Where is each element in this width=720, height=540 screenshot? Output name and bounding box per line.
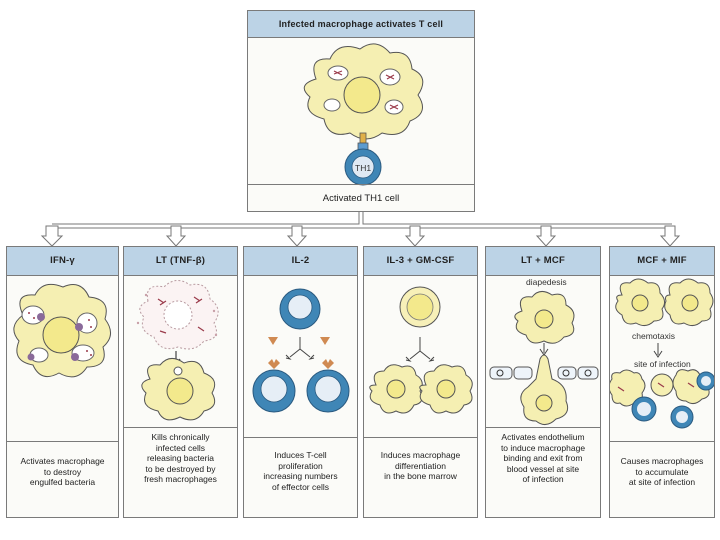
- panel-mcf-mif-illustration: chemotaxis site of infection: [610, 278, 714, 429]
- t-cell-daughter: [306, 359, 350, 413]
- endothelium: [489, 366, 599, 380]
- site-of-infection-label: site of infection: [634, 359, 691, 369]
- panel-il-3-gm-csf: IL-3 + GM-CSF Induces macrophage differe…: [363, 246, 478, 518]
- panel-lt-mcf: LT + MCF diapedesis Activates endotheliu…: [485, 246, 601, 518]
- panel-title: LT (TNF-β): [124, 247, 237, 276]
- panel-ifn-gamma: IFN-γ Activates macrophage to destroy en…: [6, 246, 119, 518]
- panel-il-2: IL-2 Induces T-cell proliferation increa…: [243, 246, 358, 518]
- macrophage: [664, 278, 714, 327]
- top-panel-illustration: TH1: [303, 43, 424, 186]
- branch-arrows: [40, 225, 681, 247]
- circulating-macrophage: [514, 291, 575, 344]
- dying-infected-cell: [136, 280, 219, 350]
- panel-title: IFN-γ: [7, 247, 118, 276]
- migrating-macrophage: [520, 354, 569, 425]
- panel-mcf-mif: MCF + MIF chemotaxis site of infection C…: [609, 246, 715, 518]
- panel-il3-illustration: [369, 286, 473, 414]
- macrophage: [615, 278, 666, 327]
- panel-caption: Activates endothelium to induce macropha…: [486, 427, 600, 517]
- branch-connector: [40, 212, 681, 247]
- panel-caption: Kills chronically infected cells releasi…: [124, 427, 237, 517]
- diapedesis-label: diapedesis: [526, 277, 567, 287]
- top-panel-title: Infected macrophage activates T cell: [248, 11, 474, 38]
- th1-label: TH1: [355, 163, 371, 173]
- panel-caption: Activates macrophage to destroy engulfed…: [7, 441, 118, 517]
- panel-title: IL-3 + GM-CSF: [364, 247, 477, 276]
- t-cell-daughter: [252, 359, 296, 413]
- top-panel: Infected macrophage activates T cell TH1…: [247, 10, 475, 212]
- panel-title: MCF + MIF: [610, 247, 714, 276]
- macrophage: [369, 364, 423, 414]
- infected-macrophage: [303, 43, 424, 140]
- panel-caption: Induces macrophage differentiation in th…: [364, 437, 477, 517]
- panel-title: IL-2: [244, 247, 357, 276]
- panel-caption: Causes macrophages to accumulate at site…: [610, 441, 714, 517]
- panel-lt-tnf-beta: LT (TNF-β) Kills chronically infected ce…: [123, 246, 238, 518]
- fresh-macrophage: [141, 358, 216, 421]
- macrophage: [419, 364, 473, 414]
- panel-caption: Induces T-cell proliferation increasing …: [244, 437, 357, 517]
- panel-title: LT + MCF: [486, 247, 600, 276]
- accumulated-cells: [610, 369, 714, 429]
- panel-lt-mcf-illustration: diapedesis: [489, 277, 599, 425]
- chemotaxis-label: chemotaxis: [632, 331, 675, 341]
- panel-lt-illustration: [136, 280, 219, 421]
- precursor-cell: [399, 286, 441, 328]
- panel-il2-illustration: [252, 288, 350, 413]
- panel-ifn-gamma-illustration: [13, 283, 111, 378]
- t-cell: [279, 288, 321, 330]
- th1-cell: TH1: [344, 148, 382, 186]
- top-panel-caption: Activated TH1 cell: [248, 184, 474, 211]
